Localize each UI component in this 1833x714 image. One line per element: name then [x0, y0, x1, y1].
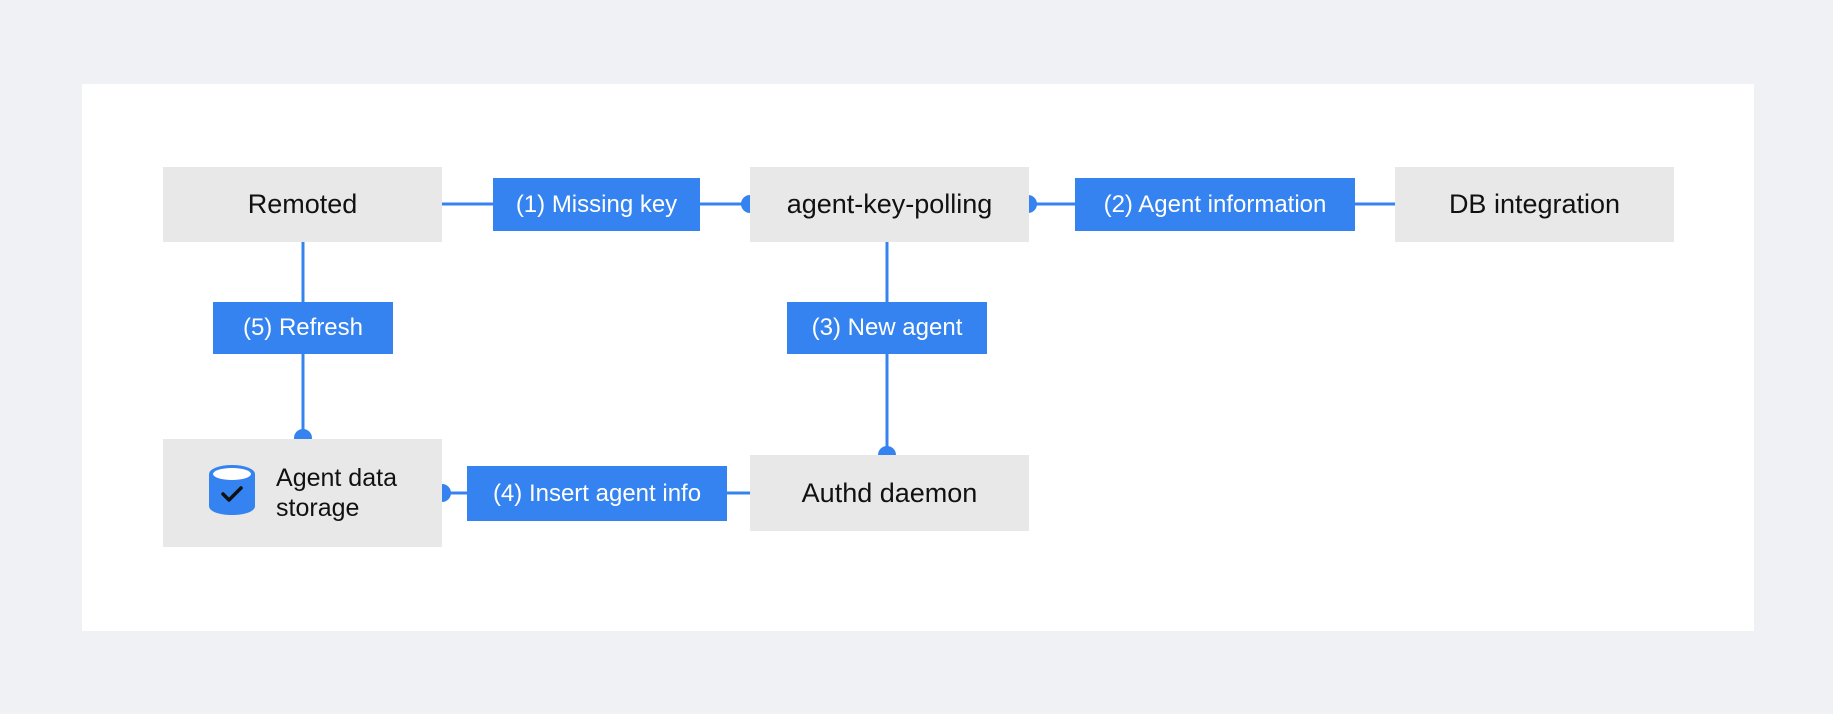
node-db-integration-label: DB integration: [1448, 189, 1621, 219]
edge-label-new-agent-text: (3) New agent: [811, 314, 963, 341]
edge-label-insert-agent-info-text: (4) Insert agent info: [492, 479, 702, 507]
node-authd-daemon: Authd daemon: [750, 455, 1029, 531]
node-remoted: Remoted: [163, 167, 442, 242]
node-remoted-label: Remoted: [247, 189, 358, 219]
node-agent-data-storage-label-line1: Agent data: [276, 464, 397, 492]
database-check-icon: [208, 464, 256, 523]
node-agent-data-storage: Agent data storage: [163, 439, 442, 547]
edge-label-agent-information-text: (2) Agent information: [1103, 190, 1327, 218]
edge-label-agent-information: (2) Agent information: [1075, 178, 1355, 231]
edge-label-refresh: (5) Refresh: [213, 302, 393, 354]
edge-label-refresh-text: (5) Refresh: [242, 314, 364, 341]
node-agent-key-polling: agent-key-polling: [750, 167, 1029, 242]
node-db-integration: DB integration: [1395, 167, 1674, 242]
node-agent-data-storage-label-line2: storage: [276, 494, 360, 522]
edge-label-missing-key-text: (1) Missing key: [515, 190, 678, 218]
node-agent-key-polling-label: agent-key-polling: [786, 189, 993, 219]
node-authd-daemon-label: Authd daemon: [801, 477, 978, 508]
edge-label-missing-key: (1) Missing key: [493, 178, 700, 231]
edge-label-insert-agent-info: (4) Insert agent info: [467, 466, 727, 521]
edge-label-new-agent: (3) New agent: [787, 302, 987, 354]
